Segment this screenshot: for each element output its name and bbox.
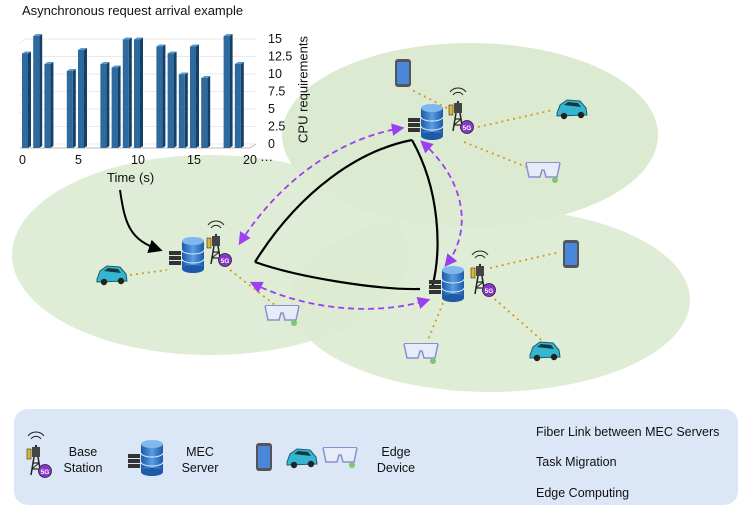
- y-tick-label: 0: [268, 137, 275, 151]
- bar: [78, 50, 84, 148]
- bar-top: [33, 34, 43, 36]
- bar: [234, 64, 241, 148]
- legend: [14, 409, 738, 505]
- x-tick-label: 5: [75, 153, 82, 167]
- chart-ylabel: CPU requirements: [295, 36, 311, 143]
- bar: [111, 67, 118, 148]
- bar-side: [28, 51, 31, 148]
- bar-top: [234, 62, 244, 64]
- y-tick-label: 10: [268, 67, 282, 81]
- bar-top: [178, 72, 188, 75]
- car-icon: [286, 448, 318, 469]
- bar: [201, 78, 208, 148]
- bar-top: [111, 65, 121, 68]
- legend-edge-device-label: Edge Device: [376, 445, 416, 475]
- database-icon: [127, 439, 164, 477]
- x-tick-label: 15: [187, 153, 201, 167]
- chart-title: Asynchronous request arrival example: [22, 3, 244, 18]
- y-tick-label: 2.5: [268, 120, 285, 134]
- phone-icon: [563, 240, 579, 268]
- bar: [22, 53, 28, 148]
- y-tick-label: 7.5: [268, 85, 285, 99]
- bar: [44, 64, 51, 148]
- bar-side: [84, 48, 87, 148]
- y-tick-label: 12.5: [268, 50, 292, 64]
- bar-top: [167, 51, 177, 54]
- bar-side: [229, 34, 233, 148]
- bar-top: [190, 44, 199, 47]
- legend-mec-server-label: MEC Server: [181, 445, 219, 475]
- x-tick-label: 20 ···: [243, 153, 273, 167]
- bar-side: [184, 72, 188, 148]
- bar-top: [223, 34, 233, 36]
- bar: [223, 36, 230, 148]
- bar-top: [44, 62, 54, 64]
- x-axis-line: [249, 143, 257, 149]
- y-tick-label: 15: [268, 32, 282, 46]
- time-pointer-arrow: [119, 189, 163, 254]
- chart-xlabel: Time (s): [107, 170, 155, 185]
- bar-top: [122, 37, 132, 40]
- base-station-icon: [26, 431, 53, 479]
- bar: [100, 64, 107, 148]
- bar: [122, 39, 129, 148]
- legend-base-station-label: Base Station: [63, 445, 103, 475]
- bar-side: [207, 76, 211, 148]
- y-tick-label: 5: [268, 102, 275, 116]
- grid-line: [19, 38, 27, 44]
- edge-computing-links: [129, 89, 561, 344]
- bar: [156, 46, 163, 148]
- bar-top: [22, 51, 31, 54]
- bar: [178, 74, 185, 148]
- bar-side: [140, 37, 143, 148]
- bar: [33, 36, 40, 148]
- legend-fiber-label: Fiber Link between MEC Servers: [536, 425, 720, 439]
- bar: [167, 53, 174, 148]
- legend-migration-label: Task Migration: [536, 455, 617, 469]
- bar-side: [173, 51, 177, 148]
- bar-top: [78, 48, 87, 50]
- bar: [134, 39, 140, 148]
- bar-side: [50, 62, 54, 148]
- task-migration-arrows: [238, 123, 463, 310]
- bar-side: [162, 44, 166, 148]
- bar-top: [66, 69, 76, 71]
- bar-side: [240, 62, 244, 148]
- vr-glasses-icon: [322, 447, 358, 469]
- bar-side: [106, 62, 110, 148]
- bar: [66, 71, 73, 148]
- x-tick-label: 10: [131, 153, 145, 167]
- phone-icon: [395, 59, 411, 87]
- bar-top: [100, 62, 110, 64]
- cpu-requirement-chart: 0 2.5 5 7.5 10 12.5 15 0 5 10 15 20 ···: [19, 32, 292, 167]
- bar-top: [201, 76, 211, 78]
- cell-right: [290, 208, 690, 392]
- bar-side: [117, 65, 121, 148]
- bar-side: [128, 37, 132, 148]
- bar: [190, 46, 196, 148]
- legend-edge-computing-label: Edge Computing: [536, 486, 630, 500]
- x-tick-label: 0: [19, 153, 26, 167]
- bar-side: [196, 44, 199, 148]
- bar-top: [156, 44, 166, 47]
- bar-side: [72, 69, 76, 148]
- bar-top: [134, 37, 143, 40]
- bar-side: [39, 34, 43, 148]
- phone-icon: [256, 443, 272, 471]
